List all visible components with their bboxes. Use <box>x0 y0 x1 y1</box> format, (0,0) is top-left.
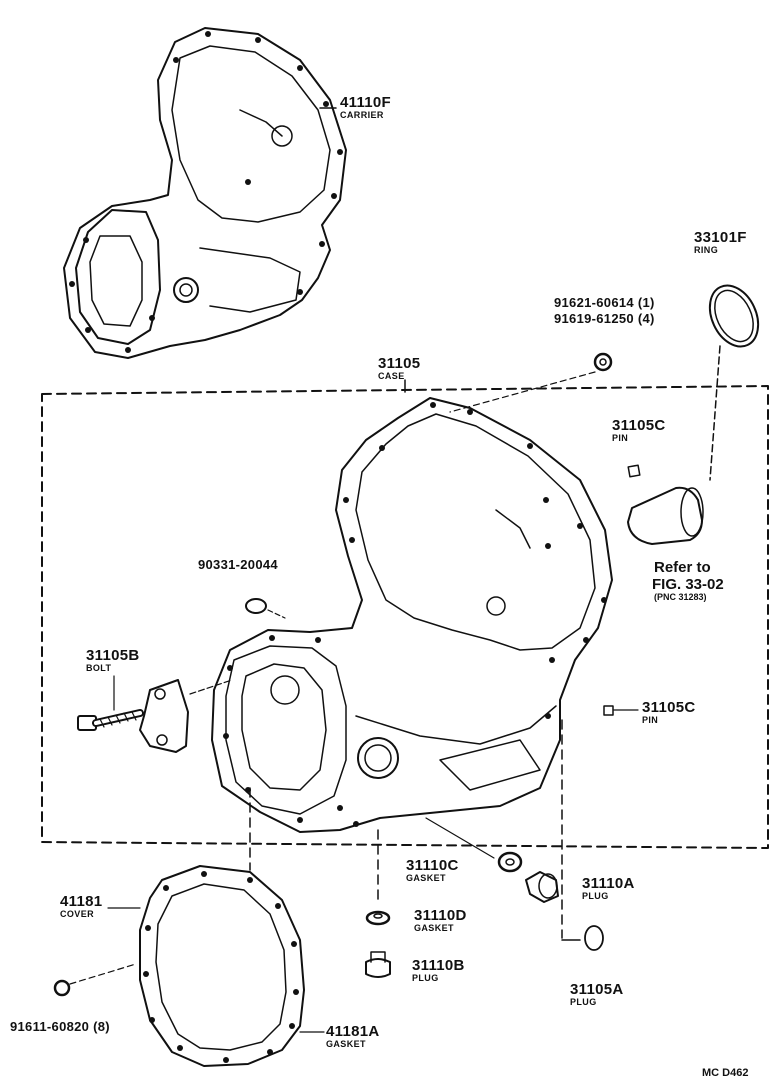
plug-105a-label: 31105A PLUG <box>570 982 624 1007</box>
part-number: 91611-60820 (8) <box>10 1019 110 1034</box>
part-name: CARRIER <box>340 110 384 120</box>
part-number: 33101F <box>694 229 747 246</box>
gasket-c-label: 31110C GASKET <box>406 858 459 883</box>
plug-a-part <box>525 871 559 903</box>
cover-part <box>139 865 305 1067</box>
part-number: 90331-20044 <box>198 557 278 572</box>
washer-label-1: 91621-60614 (1) <box>554 296 655 309</box>
case-label: 31105 CASE <box>378 356 420 381</box>
part-number: 91621-60614 (1) <box>554 295 655 310</box>
part-name: COVER <box>60 909 95 919</box>
part-name: PLUG <box>570 997 597 1007</box>
case-group-frame <box>41 385 769 849</box>
part-name: PLUG <box>412 973 439 983</box>
part-number: 41110F <box>340 94 392 111</box>
gasket-a-label: 41181A GASKET <box>326 1024 380 1049</box>
part-number: 31110A <box>582 875 635 892</box>
part-number: 41181A <box>326 1023 380 1040</box>
part-number: 31110B <box>412 957 465 974</box>
carrier-label: 41110F CARRIER <box>340 95 391 120</box>
small-plug-label: 90331-20044 <box>198 558 278 571</box>
part-number: 91619-61250 (4) <box>554 311 655 326</box>
gasket-d-label: 31110D GASKET <box>414 908 467 933</box>
pin-right-part <box>603 705 614 716</box>
reference-note: Refer to FIG. 33-02 (PNC 31283) <box>652 559 724 602</box>
part-name: GASKET <box>326 1039 366 1049</box>
part-number: 41181 <box>60 893 103 910</box>
clamp-bracket <box>139 679 189 753</box>
washer-label-2: 91619-61250 (4) <box>554 312 655 325</box>
ring-part <box>708 284 760 348</box>
part-number: 31110C <box>406 857 459 874</box>
plug-b-label: 31110B PLUG <box>412 958 465 983</box>
plug-a-label: 31110A PLUG <box>582 876 635 901</box>
part-number: 31110D <box>414 907 467 924</box>
reference-line-2: FIG. 33-02 <box>652 576 724 593</box>
reference-line-3: (PNC 31283) <box>654 592 707 602</box>
reference-line-1: Refer to <box>654 559 711 576</box>
part-name: CASE <box>378 371 405 381</box>
gasket-d-part <box>365 910 391 926</box>
plug-b-part <box>365 951 391 978</box>
part-name: RING <box>694 245 719 255</box>
plug-105a-part <box>584 925 604 951</box>
bolt-label: 31105B BOLT <box>86 648 140 673</box>
part-number: 31105C <box>642 699 696 716</box>
bolt-part <box>77 709 144 731</box>
washer-91611-label: 91611-60820 (8) <box>10 1020 110 1033</box>
part-number: 31105B <box>86 647 140 664</box>
pin-right-label: 31105C PIN <box>642 700 696 725</box>
part-name: PIN <box>642 715 659 725</box>
part-number: 31105A <box>570 981 624 998</box>
part-name: GASKET <box>406 873 446 883</box>
part-name: PIN <box>612 433 629 443</box>
small-plug-part <box>245 598 267 614</box>
washer-part <box>593 352 613 372</box>
ring-label: 33101F RING <box>694 230 747 255</box>
carrier-housing <box>63 27 347 359</box>
pin-top-part <box>627 464 641 478</box>
gasket-c-part <box>497 851 523 873</box>
case-housing <box>211 397 613 833</box>
part-name: GASKET <box>414 923 454 933</box>
figure-code: MC D462 <box>702 1067 749 1079</box>
part-number: 31105C <box>612 417 666 434</box>
part-name: BOLT <box>86 663 112 673</box>
washer-91611-part <box>53 979 71 997</box>
cover-label: 41181 COVER <box>60 894 102 919</box>
part-number: 31105 <box>378 355 421 372</box>
pin-top-label: 31105C PIN <box>612 418 666 443</box>
part-name: PLUG <box>582 891 609 901</box>
